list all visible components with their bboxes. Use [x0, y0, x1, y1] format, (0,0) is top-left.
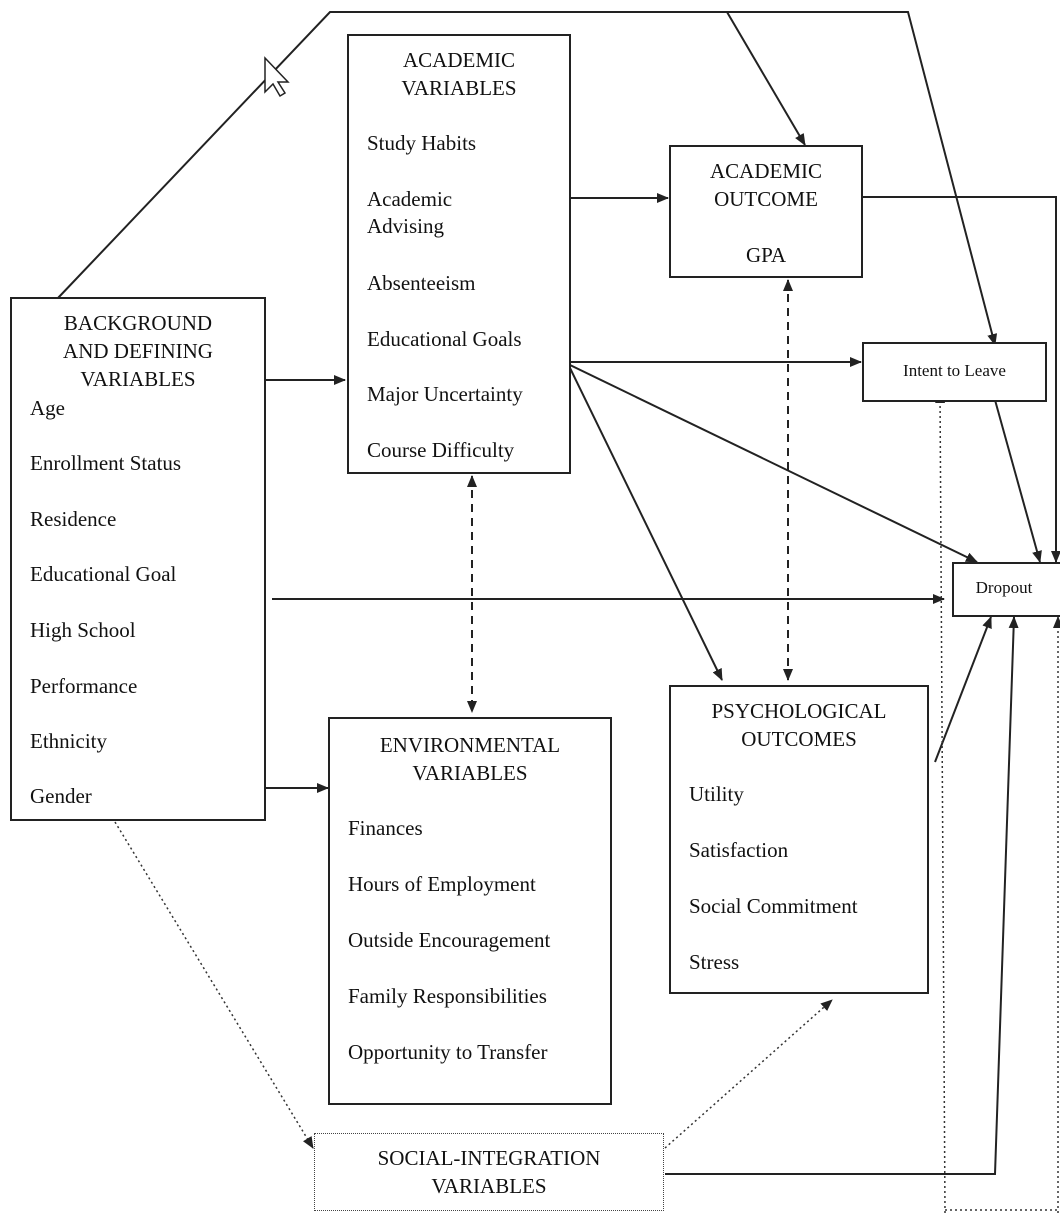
academic-item: Absenteeism	[367, 271, 476, 295]
academic-outcome-title-line: ACADEMIC	[709, 159, 822, 183]
arrow-background-top-route	[57, 11, 998, 346]
background-item: Residence	[30, 507, 117, 531]
environmental-title-line: VARIABLES	[412, 761, 528, 785]
background-item: Enrollment Status	[30, 451, 182, 475]
arrow-psychological-to-dropout	[934, 616, 992, 763]
intent-to-leave-label: Intent to Leave	[903, 361, 1006, 380]
arrow-outcome-to-dropout	[862, 196, 1060, 563]
cursor-icon	[264, 56, 290, 98]
academic-box: ACADEMIC VARIABLES Study Habits Academic…	[347, 34, 571, 474]
academic-outcome-box: ACADEMIC OUTCOME GPA	[669, 145, 863, 278]
arrow-top-to-academic-outcome	[726, 11, 806, 146]
dropout-label: Dropout	[975, 578, 1033, 597]
academic-outcome-title-line: OUTCOME	[714, 187, 818, 211]
academic-outcome-title: ACADEMIC OUTCOME	[671, 157, 861, 213]
background-title-line: VARIABLES	[80, 367, 196, 391]
environmental-title-line: ENVIRONMENTAL	[379, 733, 561, 757]
background-title-line: BACKGROUND	[63, 311, 213, 335]
psychological-item: Stress	[689, 950, 740, 974]
environmental-item: Opportunity to Transfer	[348, 1040, 548, 1064]
background-item: Gender	[30, 784, 92, 808]
background-box: BACKGROUND AND DEFINING VARIABLES Age En…	[10, 297, 266, 821]
academic-title-line: ACADEMIC	[402, 48, 515, 72]
background-item: Ethnicity	[30, 729, 107, 753]
environmental-box: ENVIRONMENTAL VARIABLES Finances Hours o…	[328, 717, 612, 1105]
psychological-item: Satisfaction	[689, 838, 789, 862]
dropout-box: Dropout	[952, 562, 1060, 617]
social-integration-title-line: VARIABLES	[431, 1174, 547, 1198]
arrow-intent-to-dropout	[994, 399, 1042, 563]
environmental-title: ENVIRONMENTAL VARIABLES	[330, 731, 610, 787]
background-item: High School	[30, 618, 136, 642]
background-title: BACKGROUND AND DEFINING VARIABLES	[12, 309, 264, 393]
academic-item: Course Difficulty	[367, 438, 515, 462]
environmental-item: Outside Encouragement	[348, 928, 551, 952]
arrow-academic-to-psychological	[569, 367, 723, 681]
background-item: Educational Goal	[30, 562, 177, 586]
academic-item: Educational Goals	[367, 327, 522, 351]
psychological-title: PSYCHOLOGICAL OUTCOMES	[671, 697, 927, 753]
psychological-title-line: OUTCOMES	[741, 727, 857, 751]
background-item: Age	[30, 396, 65, 420]
dotted-background-to-social	[114, 821, 314, 1149]
academic-title-line: VARIABLES	[401, 76, 517, 100]
psychological-box: PSYCHOLOGICAL OUTCOMES Utility Satisfact…	[669, 685, 929, 994]
academic-title: ACADEMIC VARIABLES	[349, 46, 569, 102]
dotted-social-to-psychological	[664, 999, 833, 1149]
academic-item: Advising	[367, 214, 445, 238]
social-integration-box: SOCIAL-INTEGRATION VARIABLES	[314, 1133, 664, 1211]
psychological-item: Utility	[689, 782, 744, 806]
social-integration-title: SOCIAL-INTEGRATION VARIABLES	[315, 1144, 663, 1200]
arrow-social-to-dropout	[665, 616, 1019, 1175]
academic-item: Study Habits	[367, 131, 477, 155]
environmental-item: Family Responsibilities	[348, 984, 547, 1008]
social-integration-title-line: SOCIAL-INTEGRATION	[377, 1146, 601, 1170]
arrow-academic-to-dropout	[569, 364, 978, 563]
gpa-label: GPA	[745, 243, 787, 267]
environmental-item: Finances	[348, 816, 423, 840]
academic-item: Academic	[367, 187, 453, 211]
background-item: Performance	[30, 674, 138, 698]
environmental-item: Hours of Employment	[348, 872, 536, 896]
academic-item: Major Uncertainty	[367, 382, 523, 406]
psychological-title-line: PSYCHOLOGICAL	[711, 699, 887, 723]
dotted-bottom-to-intent	[935, 391, 946, 1213]
intent-to-leave-box: Intent to Leave	[862, 342, 1047, 402]
psychological-item: Social Commitment	[689, 894, 858, 918]
background-title-line: AND DEFINING	[63, 339, 213, 363]
